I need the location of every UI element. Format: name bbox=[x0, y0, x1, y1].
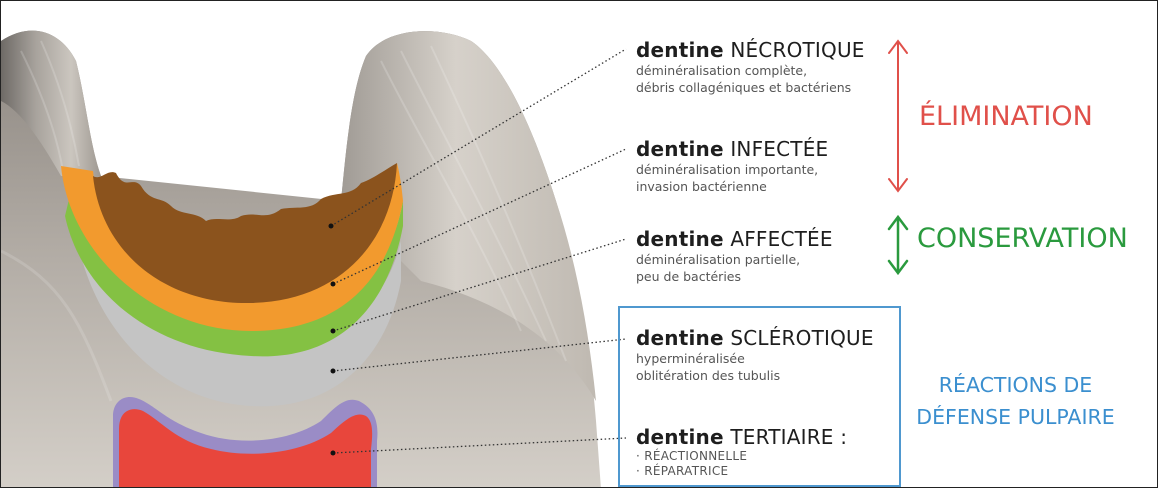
label-description: peu de bactéries bbox=[636, 268, 833, 285]
label-sclerotique: dentine SCLÉROTIQUE hyperminéralisée obl… bbox=[636, 326, 874, 384]
label-prefix: dentine bbox=[636, 425, 724, 449]
label-bullet: RÉPARATRICE bbox=[644, 464, 728, 478]
label-infectee: dentine INFECTÉE déminéralisation import… bbox=[636, 137, 828, 195]
label-description: invasion bactérienne bbox=[636, 178, 828, 195]
elimination-arrow bbox=[889, 41, 907, 191]
label-name: INFECTÉE bbox=[730, 137, 828, 161]
label-prefix: dentine bbox=[636, 38, 724, 62]
label-prefix: dentine bbox=[636, 227, 724, 251]
label-affectee: dentine AFFECTÉE déminéralisation partie… bbox=[636, 227, 833, 285]
category-defense: RÉACTIONS DE DÉFENSE PULPAIRE bbox=[913, 369, 1118, 433]
category-elimination: ÉLIMINATION bbox=[919, 101, 1093, 132]
label-prefix: dentine bbox=[636, 137, 724, 161]
label-name: SCLÉROTIQUE bbox=[730, 326, 873, 350]
conservation-arrow bbox=[889, 217, 907, 273]
category-defense-line: RÉACTIONS DE bbox=[913, 369, 1118, 401]
label-tertiaire: dentine TERTIAIRE : · RÉACTIONNELLE · RÉ… bbox=[636, 425, 847, 479]
label-name: TERTIAIRE : bbox=[730, 425, 847, 449]
label-prefix: dentine bbox=[636, 326, 724, 350]
category-defense-line: DÉFENSE PULPAIRE bbox=[913, 401, 1118, 433]
label-description: débris collagéniques et bactériens bbox=[636, 79, 865, 96]
category-conservation: CONSERVATION bbox=[917, 223, 1128, 254]
label-description: déminéralisation importante, bbox=[636, 161, 828, 178]
label-name: AFFECTÉE bbox=[730, 227, 832, 251]
label-necrotique: dentine NÉCROTIQUE déminéralisation comp… bbox=[636, 38, 865, 96]
label-description: hyperminéralisée bbox=[636, 350, 874, 367]
label-name: NÉCROTIQUE bbox=[730, 38, 864, 62]
label-description: déminéralisation complète, bbox=[636, 62, 865, 79]
label-description: déminéralisation partielle, bbox=[636, 251, 833, 268]
label-bullet: RÉACTIONNELLE bbox=[644, 449, 747, 463]
label-description: oblitération des tubulis bbox=[636, 367, 874, 384]
